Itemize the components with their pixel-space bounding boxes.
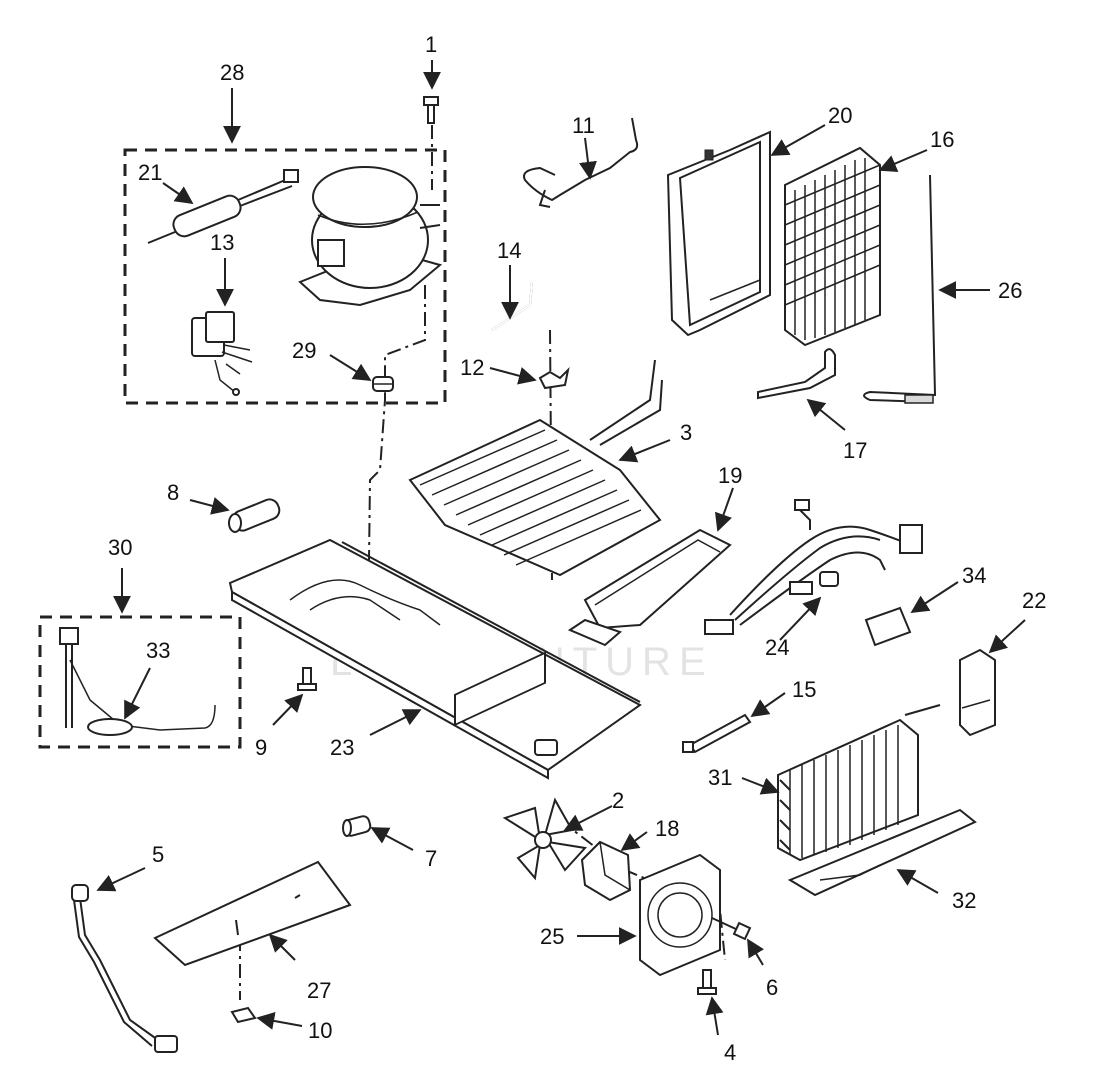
part-34-tag <box>864 606 912 647</box>
callout-17: 17 <box>843 438 867 463</box>
callout-34: 34 <box>962 563 986 588</box>
callout-3: 3 <box>680 420 692 445</box>
part-20-cover <box>666 130 771 337</box>
part-12-clip <box>538 366 570 390</box>
part-4-screw <box>697 969 717 995</box>
callout-33: 33 <box>146 638 170 663</box>
callout-9: 9 <box>255 735 267 760</box>
part-15-cable-tie <box>682 713 752 754</box>
callout-32: 32 <box>952 888 976 913</box>
callout-labels: 1 2 3 4 5 6 7 8 9 10 11 12 13 14 15 16 1… <box>108 32 1046 1065</box>
part-14-tube <box>491 281 533 331</box>
callout-6: 6 <box>766 975 778 1000</box>
part-18-fan-motor <box>580 840 632 902</box>
part-7-cap <box>342 815 372 837</box>
part-23-base-plate <box>228 538 642 780</box>
callout-20: 20 <box>828 103 852 128</box>
kit-30-box <box>38 615 242 749</box>
callout-4: 4 <box>724 1040 736 1065</box>
part-5-power-cord <box>71 884 178 1053</box>
part-30-kit <box>59 627 216 736</box>
callout-5: 5 <box>152 842 164 867</box>
part-8-tube <box>228 498 281 533</box>
part-25-fan-shroud <box>639 853 721 977</box>
part-16-evaporator <box>784 146 881 347</box>
part-28-compressor <box>298 166 443 307</box>
callout-28: 28 <box>220 60 244 85</box>
callout-31: 31 <box>708 765 732 790</box>
callout-25: 25 <box>540 924 564 949</box>
part-17-tube <box>757 348 836 400</box>
callout-18: 18 <box>655 816 679 841</box>
part-22-insulation <box>959 648 996 737</box>
compressor-kit-box <box>123 148 447 405</box>
routing-line-fan <box>559 819 726 961</box>
part-3-defrost-heater <box>408 359 663 577</box>
callout-30: 30 <box>108 535 132 560</box>
callout-13: 13 <box>210 230 234 255</box>
callout-22: 22 <box>1022 588 1046 613</box>
callout-1: 1 <box>425 32 437 57</box>
callout-8: 8 <box>167 480 179 505</box>
callout-2: 2 <box>612 788 624 813</box>
part-2-fan-blade <box>502 797 587 881</box>
callout-29: 29 <box>292 338 316 363</box>
callout-15: 15 <box>792 677 816 702</box>
part-11-tube <box>523 117 639 208</box>
part-32-tray <box>787 808 977 897</box>
callout-27: 27 <box>307 978 331 1003</box>
part-9-screw <box>297 667 317 691</box>
callout-19: 19 <box>718 463 742 488</box>
routing-line-29 <box>367 285 426 641</box>
callout-16: 16 <box>930 127 954 152</box>
callout-21: 21 <box>138 160 162 185</box>
part-13-relay <box>191 311 253 396</box>
part-31-condenser <box>777 704 941 862</box>
callout-12: 12 <box>460 355 484 380</box>
callout-7: 7 <box>425 846 437 871</box>
callout-23: 23 <box>330 735 354 760</box>
callout-24: 24 <box>765 635 789 660</box>
part-24-wire-harness <box>704 499 923 635</box>
callout-14: 14 <box>497 238 521 263</box>
callout-10: 10 <box>308 1018 332 1043</box>
part-26-rod <box>863 174 937 404</box>
part-27-insulation-sheet <box>153 860 352 967</box>
part-21-drier <box>147 169 299 244</box>
leader-lines <box>96 60 1026 1036</box>
callout-26: 26 <box>998 278 1022 303</box>
part-6-screw <box>711 917 752 941</box>
part-19-drain-pan <box>567 528 732 647</box>
part-29-grommet <box>372 376 394 392</box>
part-1-grommet <box>423 96 439 124</box>
callout-11: 11 <box>572 113 595 138</box>
part-10-clip <box>230 1006 257 1024</box>
